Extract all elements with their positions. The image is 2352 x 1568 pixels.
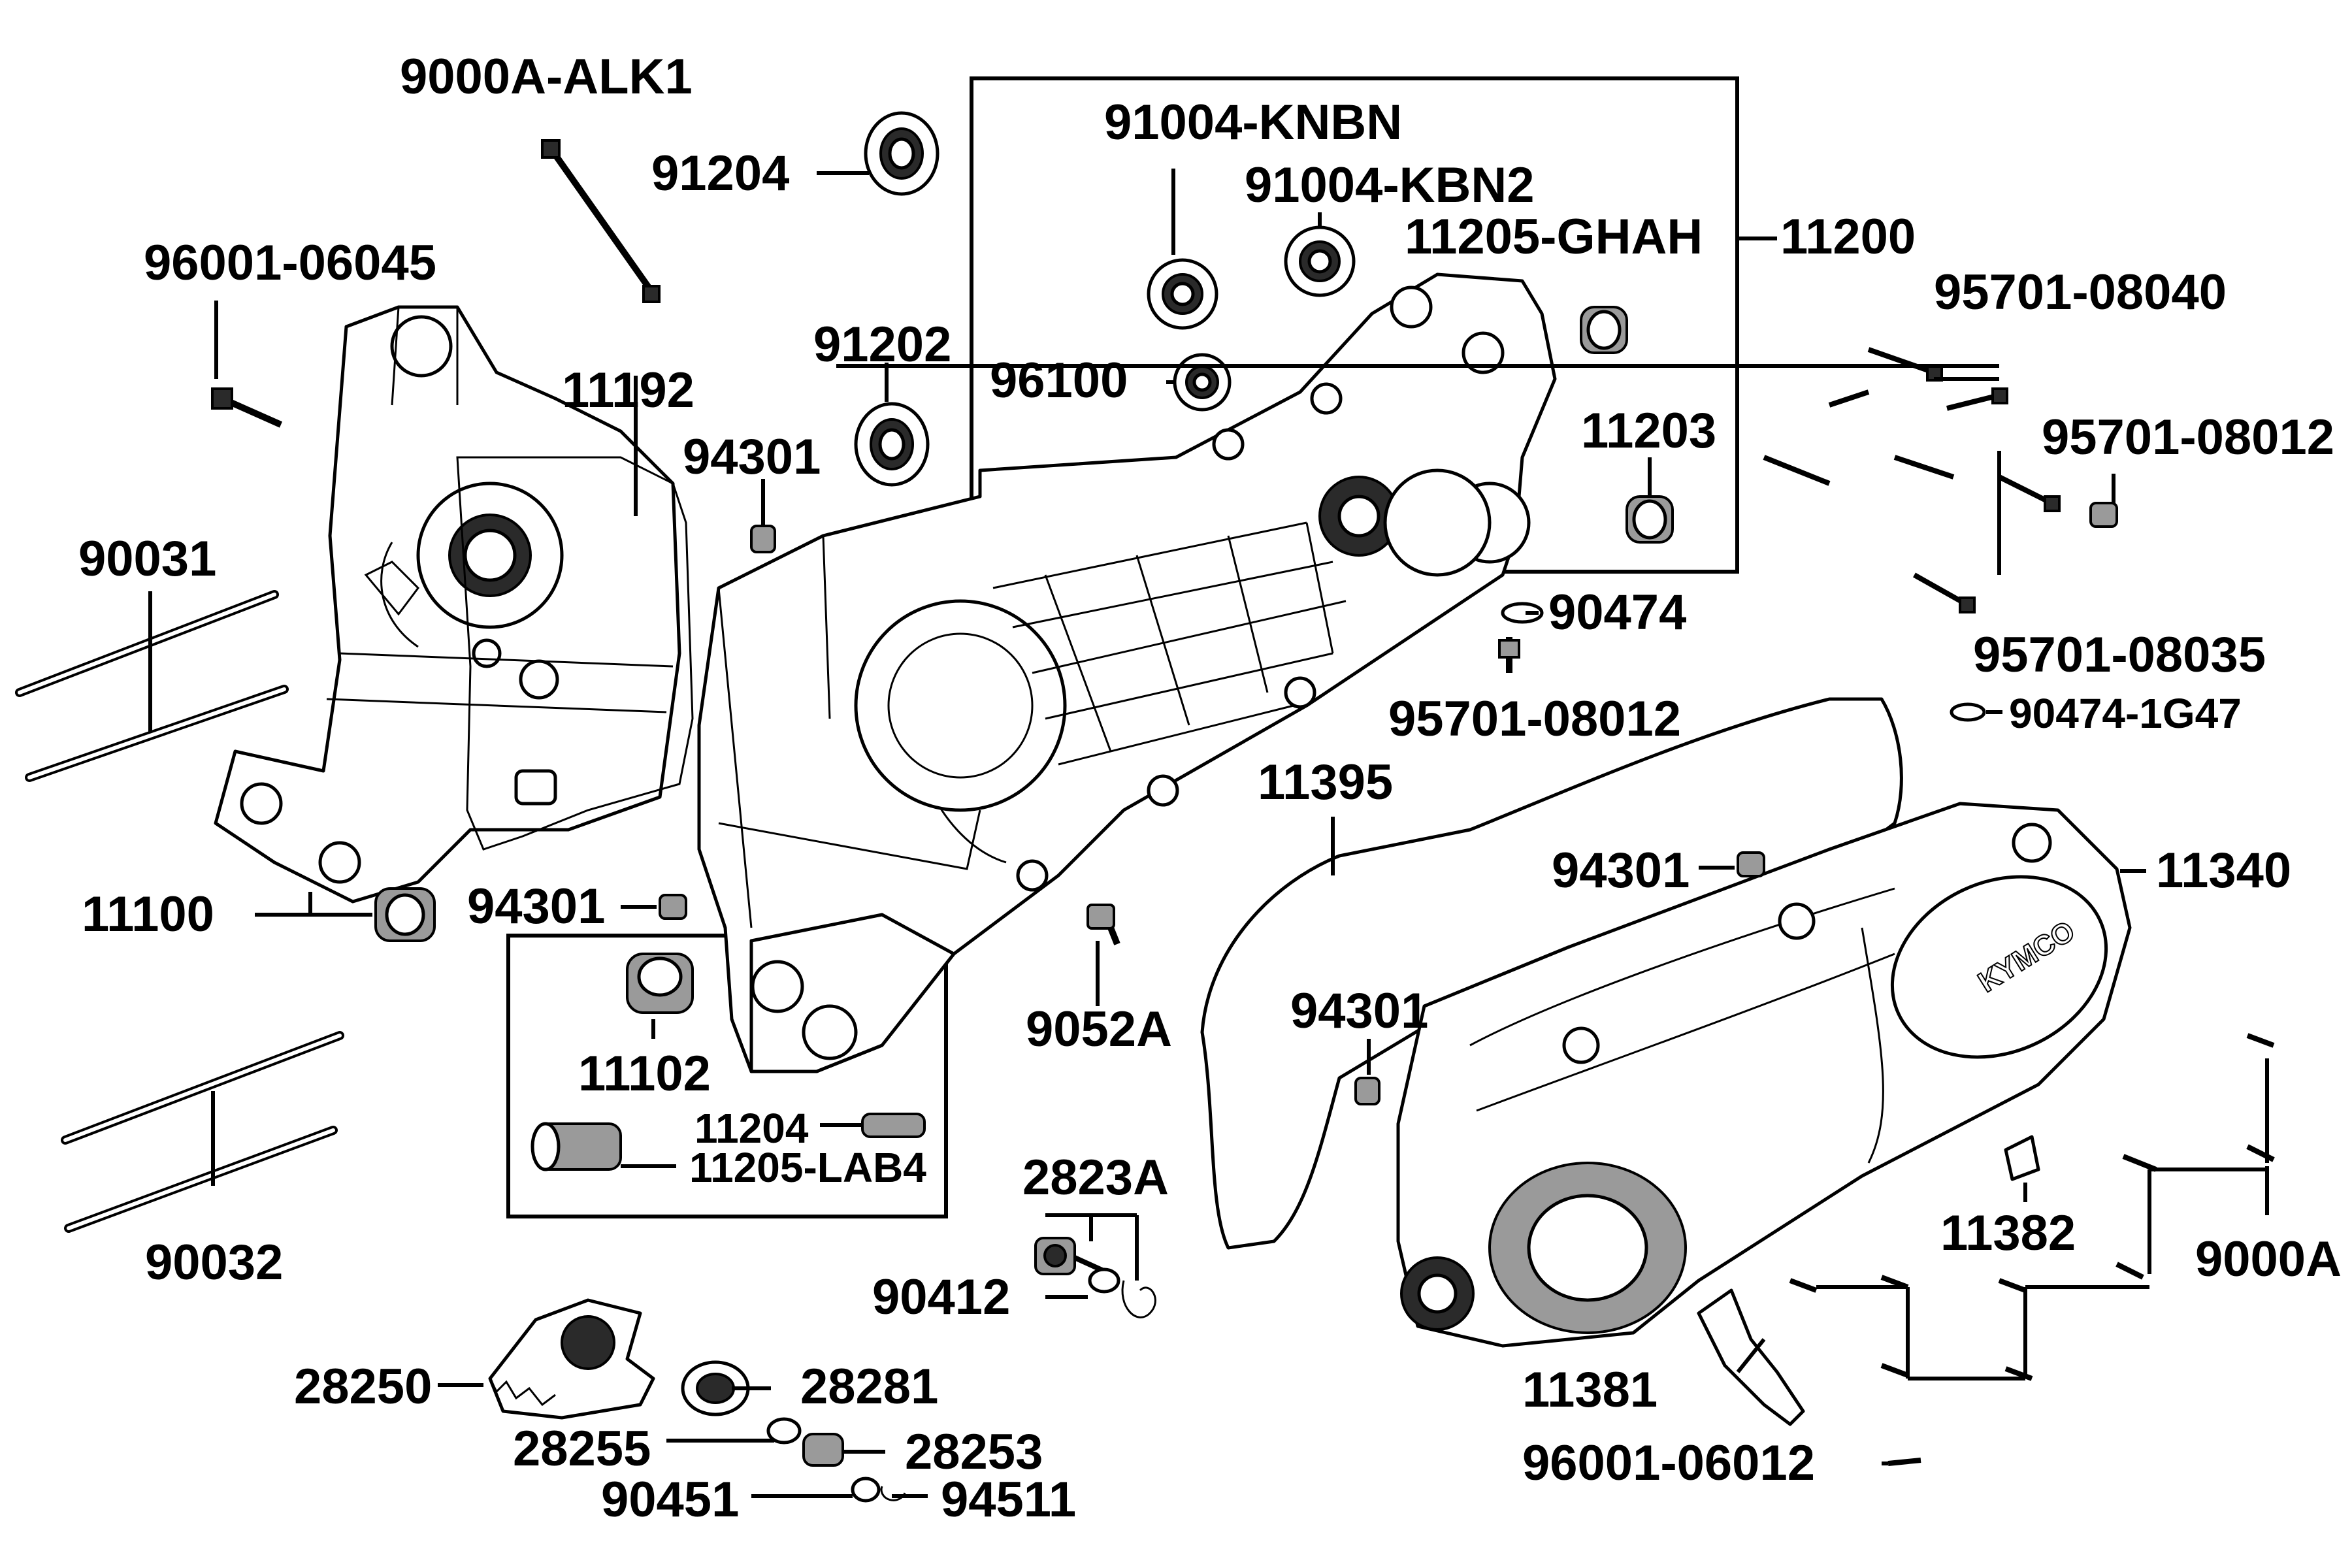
washer-90474-1G47: [1950, 702, 1986, 722]
bushing-11203: [1625, 495, 1674, 544]
label-96001-06012: 96001-06012: [1522, 1435, 1815, 1491]
label-2823A: 2823A: [1022, 1150, 1169, 1205]
bolt-95701-08012-b: [1498, 637, 1520, 673]
circlip-94511: [880, 1486, 906, 1501]
bearing-91004-KBN2: [1284, 225, 1356, 297]
label-9052A: 9052A: [1026, 1002, 1172, 1057]
label-90474: 90474: [1548, 585, 1687, 640]
gasket-11192: [456, 456, 694, 851]
label-11192: 11192: [562, 363, 694, 418]
label-90451: 90451: [601, 1472, 740, 1527]
kickstart-spindle-28250: [488, 1298, 655, 1420]
label-11102: 11102: [578, 1046, 711, 1102]
leader-lines: [148, 169, 2269, 1498]
washer-28255: [766, 1417, 802, 1445]
bolt-96001-06045: [211, 387, 283, 428]
dowel-pin-94301-b: [1737, 851, 1765, 877]
bolt-96001-06012: [1887, 1458, 1921, 1466]
label-94301-b: 94301: [1552, 843, 1690, 898]
bearing-91004-KNBN: [1147, 258, 1218, 330]
oring-90412: [1088, 1267, 1156, 1318]
label-94301-d: 94301: [1290, 983, 1429, 1039]
label-90032: 90032: [145, 1235, 284, 1290]
stud-bolts-90031: [15, 590, 289, 782]
washer-90451: [851, 1477, 881, 1503]
bushing-11205-LAB4: [531, 1122, 622, 1171]
label-90412: 90412: [872, 1269, 1011, 1325]
bushing-11102: [626, 953, 694, 1014]
label-11340: 11340: [2156, 843, 2292, 898]
label-28281: 28281: [800, 1359, 939, 1414]
label-96001-06045: 96001-06045: [144, 235, 436, 291]
bearing-96100: [1173, 353, 1232, 412]
label-9000A-ALK1: 9000A-ALK1: [400, 49, 693, 105]
label-11203: 11203: [1581, 403, 1717, 459]
label-95701-08012-a: 95701-08012: [2042, 410, 2334, 465]
label-28255: 28255: [513, 1421, 651, 1477]
bushing-11205-GHAH: [1580, 306, 1628, 354]
label-91004-KBN2: 91004-KBN2: [1245, 157, 1535, 213]
crankcase-right-half: [214, 305, 681, 904]
label-94301-a: 94301: [683, 429, 821, 485]
clamp-11382: [2004, 1135, 2040, 1181]
bolts-95701-08035: [1913, 474, 2061, 613]
dowel-pin-94301-c: [659, 894, 687, 920]
label-95701-08035: 95701-08035: [1973, 627, 2266, 683]
label-90474-1G47: 90474-1G47: [2009, 690, 2242, 737]
dowel-pin-94301-d: [1354, 1077, 1380, 1105]
label-11204: 11204: [694, 1105, 809, 1152]
label-95701-08012-b: 95701-08012: [1388, 691, 1681, 747]
label-91202: 91202: [813, 317, 952, 372]
bushing-11100: [374, 887, 436, 942]
bolts-95701-08040: [1763, 347, 2008, 486]
label-9000A: 9000A: [2195, 1232, 2342, 1287]
label-91204: 91204: [651, 146, 790, 201]
bushing-28253: [802, 1433, 844, 1467]
label-11200: 11200: [1780, 209, 1916, 265]
label-28250: 28250: [294, 1359, 433, 1414]
oil-seal-91202: [854, 402, 930, 487]
collar-11204: [861, 1113, 926, 1138]
label-11100: 11100: [82, 887, 214, 942]
label-11205-LAB4: 11205-LAB4: [689, 1144, 926, 1191]
dowel-pin-94301-a: [750, 525, 776, 553]
crankcase-left-half: [697, 272, 1557, 1073]
bolt-9052A: [1086, 904, 1120, 945]
washer-90474: [1501, 602, 1544, 624]
bolt-95701-08012-a: [2089, 502, 2118, 528]
label-90031: 90031: [78, 531, 217, 587]
label-91004-KNBN: 91004-KNBN: [1104, 95, 1403, 150]
label-28253: 28253: [905, 1424, 1043, 1480]
label-11205-GHAH: 11205-GHAH: [1405, 209, 1703, 265]
label-96100: 96100: [990, 353, 1128, 408]
label-95701-08040: 95701-08040: [1934, 265, 2227, 320]
label-94301-c: 94301: [467, 879, 606, 934]
label-11382: 11382: [1940, 1205, 2076, 1261]
label-11395: 11395: [1258, 755, 1394, 810]
bolt-9000A-ALK1: [541, 139, 661, 303]
label-11381: 11381: [1522, 1362, 1658, 1418]
stud-bolts-90032: [61, 1031, 344, 1233]
label-94511: 94511: [941, 1472, 1077, 1527]
oil-seal-91204: [864, 111, 939, 196]
transmission-cover-11340: KYMCO: [1396, 802, 2132, 1348]
